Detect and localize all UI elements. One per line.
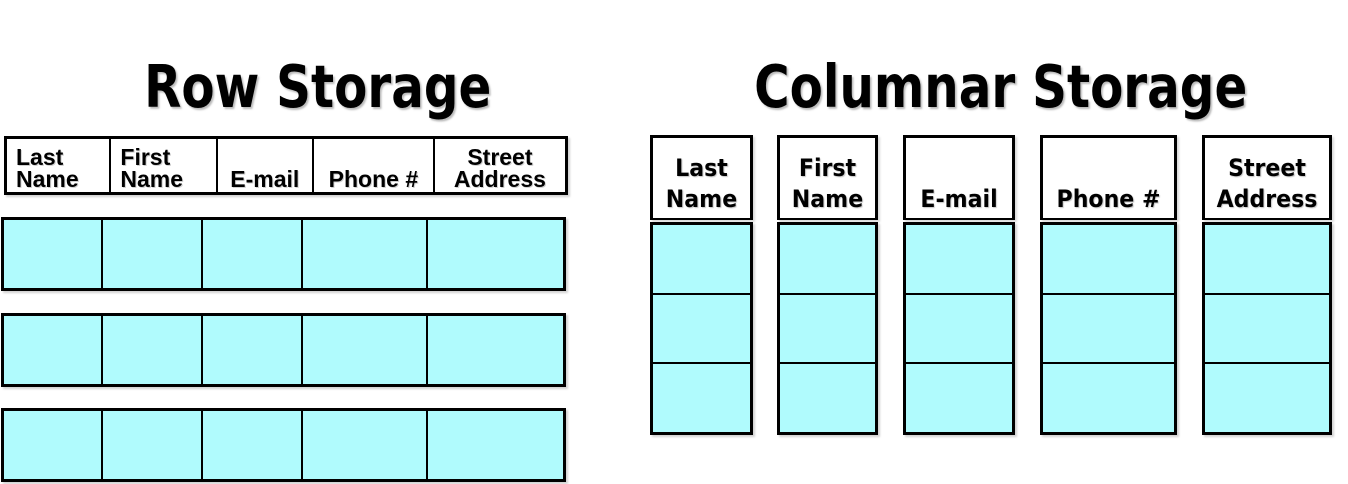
- column-header-phone: Phone #: [1040, 135, 1177, 220]
- row-cell: [203, 220, 304, 288]
- row-header-phone-label: Phone #: [328, 166, 419, 192]
- column-cell: [906, 295, 1012, 365]
- row-header-first-name: First Name: [111, 139, 218, 192]
- row-cell: [103, 316, 204, 384]
- row-header-last-name-label: Last Name: [16, 144, 79, 192]
- row-record-1: [1, 217, 566, 291]
- column-values-email: [903, 222, 1015, 435]
- row-cell: [303, 316, 429, 384]
- column-cell: [780, 364, 875, 432]
- row-cell: [203, 411, 304, 479]
- column-values-first-name: [777, 222, 878, 435]
- row-header-phone: Phone #: [314, 139, 435, 192]
- row-cell: [4, 316, 103, 384]
- row-cell: [4, 411, 103, 479]
- row-header-street-address: Street Address: [435, 139, 565, 192]
- column-header-email: E-mail: [903, 135, 1015, 220]
- row-header-email-label: E-mail: [230, 166, 300, 192]
- row-storage-title: Row Storage: [34, 48, 602, 126]
- column-cell: [1043, 364, 1174, 432]
- column-header-first-name-label: First Name: [791, 154, 864, 213]
- column-phone: Phone #: [1040, 135, 1177, 435]
- column-values-street-address: [1202, 222, 1332, 435]
- column-street-address: Street Address: [1202, 135, 1332, 435]
- column-cell: [780, 295, 875, 365]
- column-header-first-name: First Name: [777, 135, 878, 220]
- row-table-header: Last Name First Name E-mail Phone # Stre…: [4, 136, 568, 195]
- column-values-phone: [1040, 222, 1177, 435]
- row-cell: [103, 411, 204, 479]
- row-cell: [103, 220, 204, 288]
- column-values-last-name: [650, 222, 753, 435]
- row-record-2: [1, 313, 566, 387]
- column-cell: [1205, 225, 1329, 295]
- row-cell: [303, 220, 429, 288]
- column-cell: [653, 225, 750, 295]
- columnar-storage-title-text: Columnar Storage: [754, 52, 1248, 121]
- column-cell: [1205, 295, 1329, 365]
- row-cell: [428, 411, 563, 479]
- column-first-name: First Name: [777, 135, 878, 435]
- row-record-3: [1, 408, 566, 482]
- row-header-street-address-label: Street Address: [453, 144, 546, 192]
- column-cell: [780, 225, 875, 295]
- row-cell: [203, 316, 304, 384]
- column-header-phone-label: Phone #: [1056, 185, 1161, 213]
- row-cell: [428, 316, 563, 384]
- column-cell: [1205, 364, 1329, 432]
- column-header-street-address-label: Street Address: [1216, 154, 1318, 213]
- column-last-name: Last Name: [650, 135, 753, 435]
- row-cell: [428, 220, 563, 288]
- column-cell: [906, 364, 1012, 432]
- column-header-last-name: Last Name: [650, 135, 753, 220]
- column-header-street-address: Street Address: [1202, 135, 1332, 220]
- column-cell: [653, 364, 750, 432]
- columnar-storage-title: Columnar Storage: [700, 48, 1262, 126]
- row-storage-title-text: Row Storage: [144, 52, 492, 121]
- column-cell: [653, 295, 750, 365]
- column-cell: [906, 225, 1012, 295]
- row-cell: [4, 220, 103, 288]
- column-header-email-label: E-mail: [920, 185, 998, 213]
- column-cell: [1043, 225, 1174, 295]
- column-email: E-mail: [903, 135, 1015, 435]
- row-header-first-name-label: First Name: [120, 144, 184, 192]
- row-cell: [303, 411, 429, 479]
- column-header-last-name-label: Last Name: [665, 154, 738, 213]
- column-cell: [1043, 295, 1174, 365]
- row-header-last-name: Last Name: [7, 139, 112, 192]
- row-header-email: E-mail: [218, 139, 314, 192]
